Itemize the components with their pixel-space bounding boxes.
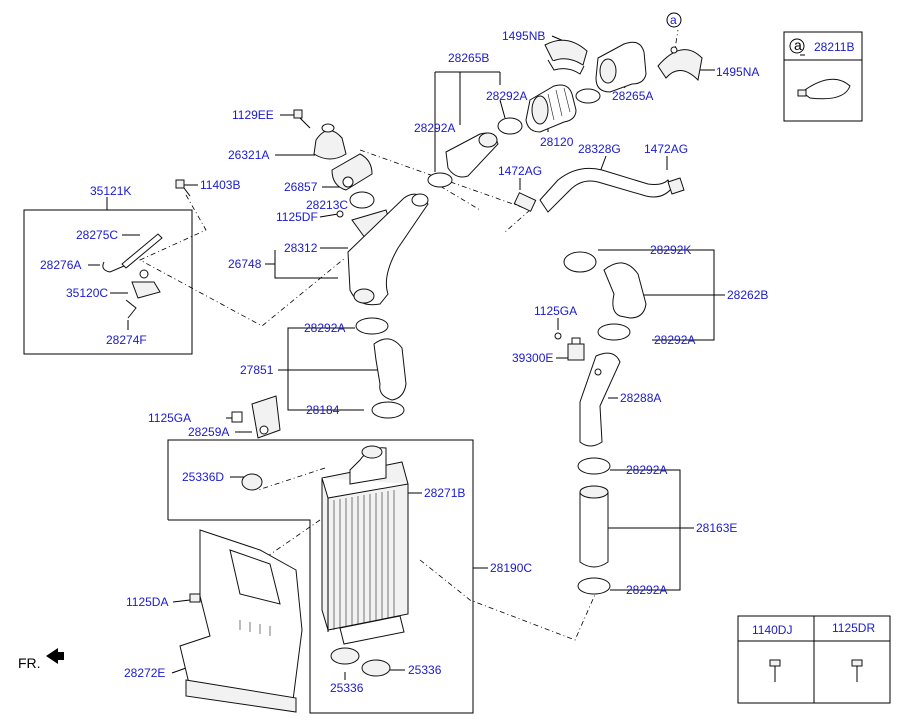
label-28292k: 28292K (650, 243, 691, 257)
part-26321a (313, 123, 347, 160)
part-26857 (331, 153, 373, 191)
label-28292a-left: 28292A (414, 121, 455, 135)
label-35121k: 35121K (90, 184, 131, 198)
label-1495na: 1495NA (716, 65, 759, 79)
fr-arrow-icon (46, 648, 64, 664)
part-26748 (347, 193, 429, 306)
label-28275c: 28275C (76, 228, 118, 242)
label-28265a: 28265A (612, 89, 653, 103)
part-28120 (525, 84, 577, 133)
part-1140dj (769, 659, 781, 682)
label-28271b: 28271B (424, 486, 465, 500)
label-35120c: 35120C (66, 286, 108, 300)
part-25336-b (330, 647, 360, 665)
label-28292a-low2: 28292A (626, 583, 667, 597)
part-11403b (175, 179, 191, 197)
label-1472ag-right: 1472AG (644, 142, 688, 156)
part-25336-c (361, 659, 391, 677)
label-26857: 26857 (284, 180, 318, 194)
callout-a-circle-box (789, 38, 805, 54)
label-28259a: 28259A (188, 425, 229, 439)
label-27851: 27851 (240, 363, 274, 377)
label-1140dj: 1140DJ (752, 623, 792, 637)
label-1125ga-left: 1125GA (148, 411, 191, 425)
part-27851 (355, 317, 407, 419)
part-1125dr (851, 659, 863, 682)
label-39300e: 39300E (512, 351, 553, 365)
label-11403b: 11403B (200, 178, 240, 192)
label-1125df: 1125DF (276, 210, 318, 224)
part-28265b (445, 132, 499, 178)
label-28274f: 28274F (106, 333, 147, 347)
label-28328g: 28328G (578, 142, 621, 156)
label-28190c: 28190C (490, 561, 532, 575)
part-28272e (179, 529, 303, 713)
box-28190c (167, 439, 474, 714)
label-25336-b: 25336 (330, 681, 364, 695)
label-28163e: 28163E (696, 521, 737, 535)
label-1472ag-left: 1472AG (498, 164, 542, 178)
label-25336d: 25336D (182, 470, 224, 484)
label-fr: FR. (18, 655, 41, 671)
label-28184: 28184 (306, 403, 340, 417)
part-39300e (567, 337, 585, 361)
label-28288a: 28288A (620, 391, 661, 405)
label-28211b: 28211B (814, 40, 854, 54)
callout-a-circle (666, 12, 682, 28)
part-1129ee (293, 109, 311, 129)
part-28271b (321, 445, 409, 645)
label-1125ga-right: 1125GA (534, 304, 577, 318)
part-35120c (102, 233, 163, 319)
label-28265b: 28265B (448, 51, 489, 65)
label-28292a-left2: 28292A (304, 321, 345, 335)
part-28211b (797, 78, 851, 100)
label-25336-c: 25336 (408, 663, 442, 677)
label-callout-a: a (670, 13, 677, 27)
label-28312: 28312 (284, 241, 318, 255)
label-28120: 28120 (540, 135, 574, 149)
label-1125dr: 1125DR (832, 621, 875, 635)
part-28288a (579, 352, 621, 447)
part-1495nb (544, 39, 588, 75)
box-28211b (783, 31, 863, 122)
label-26321a: 26321A (228, 148, 269, 162)
label-28292a-top: 28292A (486, 89, 527, 103)
label-1125da: 1125DA (126, 595, 168, 609)
label-28292a-low1: 28292A (626, 463, 667, 477)
part-1495na (657, 46, 703, 82)
part-28259a (231, 395, 281, 439)
part-28163e (577, 457, 611, 595)
part-28265a (595, 41, 647, 93)
label-1495nb: 1495NB (502, 29, 545, 43)
label-28213c: 28213C (306, 198, 348, 212)
label-28272e: 28272E (124, 666, 165, 680)
part-28262b (563, 251, 647, 341)
label-28276a: 28276A (40, 258, 81, 272)
part-25336d (241, 473, 263, 491)
box-35121k (23, 209, 193, 355)
part-28328g (513, 167, 685, 213)
label-callout-a-box: a (794, 37, 802, 53)
label-1129ee: 1129EE (232, 108, 274, 122)
label-28262b: 28262B (727, 288, 768, 302)
label-26748: 26748 (228, 257, 262, 271)
label-28292a-mid: 28292A (654, 333, 695, 347)
